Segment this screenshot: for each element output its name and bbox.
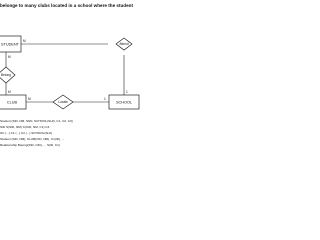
relationship-attend-diamond [115,37,133,51]
entity-school-label: SCHOOL [116,101,132,105]
relationship-belong-diamond [0,66,16,84]
relationship-belong-label: Belong [1,73,11,77]
schema-line-4: Student (SID, NM), CLUB(CID, NM), C1(ID)… [0,137,65,141]
cardinality-student-attend: M [23,39,26,43]
entity-club-label: CLUB [7,101,18,105]
cardinality-belong-club: M [8,90,11,94]
relationship-attend-label: Attend [119,42,128,46]
cardinality-student-belong: M [8,55,11,59]
entity-club-box [0,94,27,110]
entity-school-box [108,94,140,110]
schema-line-1: Student (SID, NM, SSN, SCHOOL(SL#), C1, … [0,119,73,123]
cardinality-attend-school: 1 [126,90,128,94]
relationship-locate-diamond [52,94,74,110]
relationship-locate-label: Locate [58,100,68,104]
entity-student-label: STUDENT [1,43,20,47]
connector-lines [5,43,125,103]
cardinality-locate-school: 1 [104,97,106,101]
entity-student-box [0,35,22,53]
schema-line-2: SID S(SID, NM) C(CID, NM, C1) C3 [0,125,50,129]
cardinality-club-locate: M [28,97,31,101]
schema-line-3: SC (...) C1 (...) C2 (...) SCHOOL(SL#) [0,131,52,135]
er-diagram: STUDENT CLUB SCHOOL Attend Belong Locate… [0,35,140,110]
diagram-caption: belonge to many clubs located in a schoo… [0,3,133,8]
schema-line-5: Relationship Belong(SID, CID), ... S(ID,… [0,143,60,147]
